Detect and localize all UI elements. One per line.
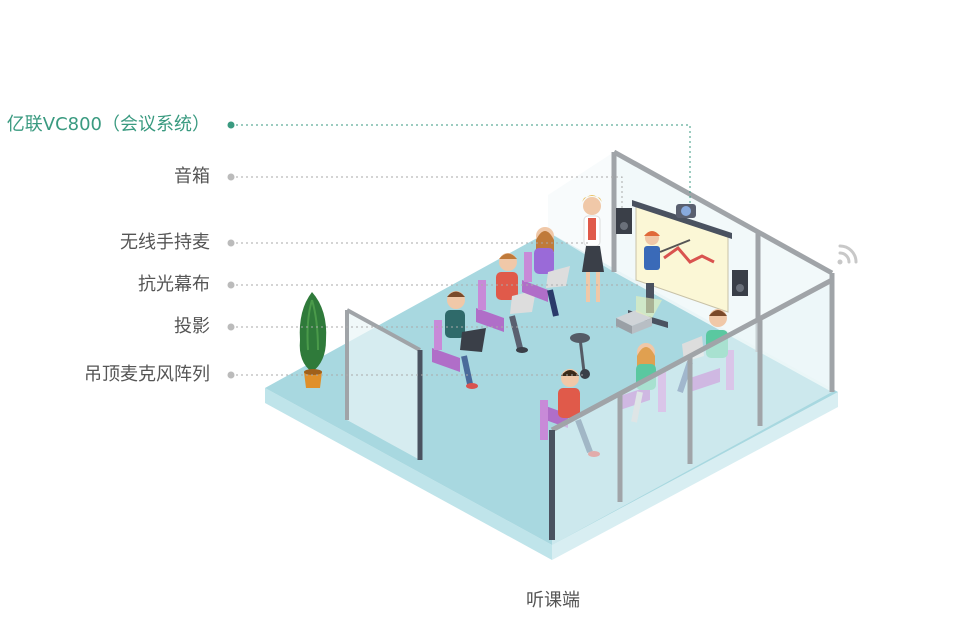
dot-projector	[227, 323, 235, 331]
leader-speaker	[231, 176, 623, 208]
plant	[299, 292, 327, 388]
student-3	[522, 227, 570, 317]
ceiling-mic-array	[570, 333, 590, 379]
dot-speaker	[227, 173, 235, 181]
dot-screen	[227, 281, 235, 289]
dot-wireless-mic	[227, 239, 235, 247]
projection-screen	[628, 200, 732, 328]
label-wireless-mic: 无线手持麦	[120, 232, 210, 253]
student-1	[432, 291, 486, 389]
label-projector: 投影	[174, 316, 210, 337]
label-speaker: 音箱	[174, 166, 210, 187]
label-screen: 抗光幕布	[138, 274, 210, 295]
speaker-left	[616, 208, 632, 234]
remote-teacher	[644, 231, 691, 270]
label-ceiling-mic: 吊顶麦克风阵列	[84, 364, 210, 385]
front-wall	[549, 277, 835, 545]
wifi-icon	[837, 244, 858, 265]
label-vc800: 亿联VC800（会议系统）	[6, 114, 210, 135]
side-partition	[345, 308, 423, 460]
student-2	[476, 253, 536, 353]
vc800-camera	[676, 204, 696, 218]
caption-listening-side: 听课端	[526, 590, 580, 611]
leader-dots	[227, 121, 235, 379]
leader-lines	[231, 124, 691, 376]
dot-vc800	[227, 121, 235, 129]
speaker-right	[732, 270, 748, 296]
projector	[616, 296, 662, 334]
presenter	[582, 195, 604, 302]
dot-ceiling-mic	[227, 371, 235, 379]
